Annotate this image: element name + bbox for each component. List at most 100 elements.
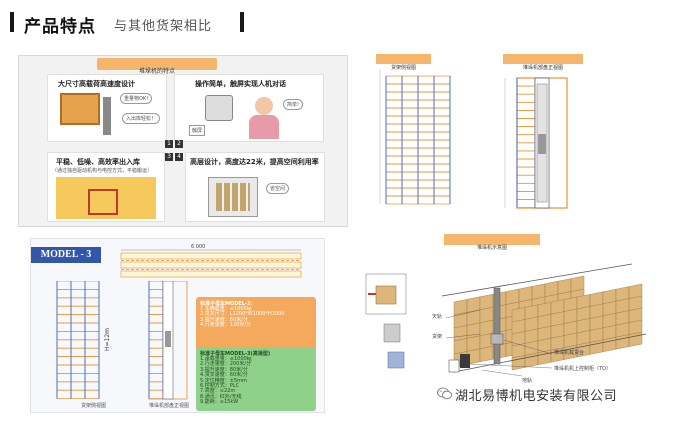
cargo-box	[615, 334, 630, 350]
rack-cell	[56, 289, 72, 299]
rack-cell	[84, 389, 100, 399]
page-title: 产品特点	[24, 17, 96, 37]
rack-cell	[385, 155, 403, 165]
height-label: H=12m	[104, 328, 111, 351]
feature-cell-3: 平稳、低噪、高效率出入库 （通过独自驱动机构与电控方式，平稳搬运）	[47, 152, 165, 222]
rack-cell	[516, 101, 536, 111]
rack-cell	[70, 305, 86, 315]
rack-cell	[56, 331, 72, 341]
rack-cell	[385, 75, 403, 85]
rack-cell	[148, 347, 164, 357]
rack-cell	[84, 322, 100, 332]
rack-cell	[516, 126, 536, 136]
rack-cell	[417, 163, 435, 173]
rack-cell	[401, 139, 419, 149]
bubble-easy: 入出库轻松！	[122, 113, 160, 124]
crane-red-illustration	[88, 189, 118, 215]
heavy-box-illustration	[60, 93, 100, 125]
spec-line: 5.定位精度：±5mm	[200, 377, 247, 384]
rack-cell	[417, 83, 435, 93]
features-panel: 堆垛机的特点 大尺寸高载荷高速度设计 重量物OK! 入出库轻松！ 操作简单，触屏…	[18, 55, 348, 227]
wechat-icon	[437, 387, 452, 400]
storage-grid-illustration	[216, 183, 250, 211]
bubble-heavy: 重量物OK!	[120, 93, 153, 104]
rack-cell	[417, 91, 435, 101]
rack-cell	[516, 158, 536, 168]
rack-cell	[56, 322, 72, 332]
rack-cell	[401, 179, 419, 189]
rack-cell	[148, 364, 164, 374]
spec-line: 8.通讯：红外/无线	[200, 393, 242, 400]
badge-3: 3	[165, 153, 173, 161]
rack-cell	[401, 99, 419, 109]
rack-cell	[84, 347, 100, 357]
rack-cell	[417, 179, 435, 189]
rack-cell	[56, 389, 72, 399]
rack-cell	[401, 147, 419, 157]
rack-cell	[148, 373, 164, 383]
rack-front-banner: 货架侧视图	[376, 54, 431, 71]
rack-cell	[84, 364, 100, 374]
rack-cell	[401, 83, 419, 93]
rack-cell	[56, 381, 72, 391]
rack-cell	[385, 195, 403, 205]
cargo-box	[511, 355, 526, 371]
rack-cell	[84, 381, 100, 391]
rack-cell	[84, 356, 100, 366]
cargo-box	[628, 331, 643, 347]
rack-cell	[433, 155, 451, 165]
rack-cell	[56, 314, 72, 324]
rack-cell	[84, 289, 100, 299]
cargo-box	[602, 336, 617, 353]
rack-cell	[516, 93, 536, 103]
watermark-text: 湖北易博机电安装有限公司	[455, 389, 618, 404]
rack-cell	[401, 75, 419, 85]
rack-cell	[148, 297, 164, 307]
spec-line: 3.提升速度：80米/分	[200, 366, 248, 373]
rack-cell	[433, 115, 451, 125]
rack-cell	[385, 179, 403, 189]
rack-cell	[70, 331, 86, 341]
rack-cell	[56, 339, 72, 349]
rack-cell	[401, 155, 419, 165]
rack-cell	[56, 356, 72, 366]
rack-cell	[70, 314, 86, 324]
crane-3d-drawing: 天轨 货架 堆垛机载货台 堆垛机机上控制柜（TO） 地轨	[365, 263, 647, 384]
label-crane-platform: 堆垛机载货台	[554, 349, 584, 356]
model3-plan-view: 6 000	[120, 244, 302, 278]
rack-cell	[385, 107, 403, 117]
rack-cell	[433, 139, 451, 149]
spec-line: 4.货叉速度：60米/分	[200, 372, 248, 379]
spec-line: 2.货叉尺寸：L1200*W1000*H1000	[200, 311, 285, 318]
rack-cell	[401, 163, 419, 173]
rack-cell	[56, 373, 72, 383]
dim-top-label: 6 000	[191, 244, 205, 250]
rack-cell	[417, 99, 435, 109]
model3-panel: MODEL - 3 6 000 H=12m 货架侧视图 堆垛机部盘正视图 标准子…	[30, 238, 325, 413]
rack-cell	[70, 281, 86, 290]
rack-cell	[401, 187, 419, 197]
rack-cell	[433, 75, 451, 85]
features-banner: 堆垛机的特点	[97, 58, 217, 75]
badge-4: 4	[175, 153, 183, 161]
crane-3d-panel: 堆垛机示意图 天轨 货架 堆垛机载货台 堆垛机机上控制柜（TO） 地轨	[362, 232, 662, 384]
rack-cell	[70, 347, 86, 357]
rack-cell	[417, 115, 435, 125]
rack-cell	[385, 171, 403, 181]
rack-cell	[433, 91, 451, 101]
rack-cell	[70, 356, 86, 366]
rack-cell	[516, 174, 536, 184]
rack-cell	[516, 134, 536, 144]
rack-cell	[516, 182, 536, 192]
label-rail: 天轨	[432, 313, 442, 320]
spec-line: 9.能耗：≤15kW	[200, 399, 239, 406]
spec-line: 7.高度：≤22m	[200, 388, 236, 395]
label-control-cabinet: 堆垛机机上控制柜（TO）	[554, 365, 611, 372]
rack-cell	[417, 171, 435, 181]
rack-cell	[148, 339, 164, 349]
rack-cell	[84, 339, 100, 349]
rack-cell	[516, 142, 536, 152]
rack-yellow-illustration	[56, 177, 156, 219]
